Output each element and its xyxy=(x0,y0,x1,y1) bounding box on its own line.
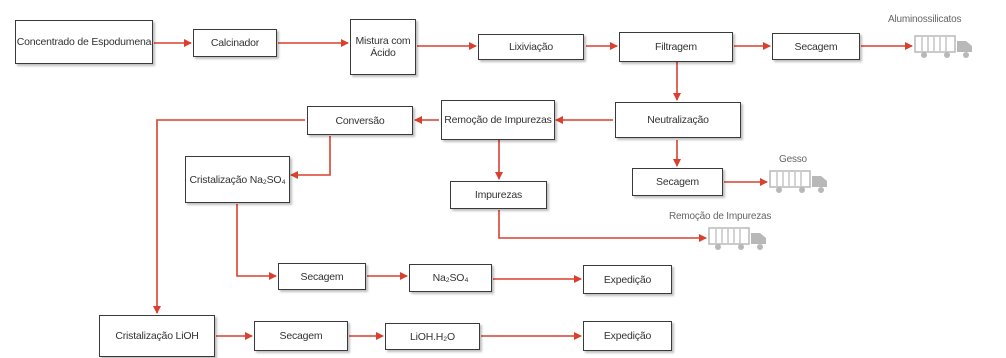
node-impurezas: Impurezas xyxy=(450,181,547,209)
node-expedicao-1: Expedição xyxy=(583,265,672,294)
arrow-impurezas-remocao-truck xyxy=(498,210,707,242)
node-mistura: Mistura com Ácido xyxy=(350,19,416,75)
output-label-gesso: Gesso xyxy=(779,154,807,165)
node-cristalizacao-na2so4: Cristalização Na₂SO₄ xyxy=(185,156,290,203)
output-label-remocao-impurezas: Remoção de Impurezas xyxy=(669,211,772,222)
node-cristalizacao-lioh: Cristalização LiOH xyxy=(99,315,215,357)
arrow-conversao-crist-na xyxy=(290,136,331,179)
arrow-crist-na-secagem3 xyxy=(236,204,277,280)
node-na2so4: Na₂SO₄ xyxy=(409,264,492,292)
node-neutralizacao: Neutralização xyxy=(615,102,741,138)
node-filtragem: Filtragem xyxy=(619,32,733,62)
node-secagem-2: Secagem xyxy=(632,168,723,196)
node-expedicao-2: Expedição xyxy=(583,321,672,351)
node-espodumena: Concentrado de Espodumena xyxy=(15,20,153,64)
node-secagem-1: Secagem xyxy=(772,33,860,60)
truck-icon xyxy=(914,35,972,58)
node-lioh: LiOH.H₂O xyxy=(385,323,480,350)
truck-icon xyxy=(769,170,827,193)
output-label-aluminossilicatos: Aluminossilicatos xyxy=(888,14,962,25)
node-secagem-3: Secagem xyxy=(278,263,366,290)
node-calcinador: Calcinador xyxy=(193,29,277,57)
node-secagem-4: Secagem xyxy=(254,321,348,351)
node-lixiviacao: Lixiviação xyxy=(478,34,584,60)
node-remocao-impurezas: Remoção de Impurezas xyxy=(441,100,555,140)
truck-icon xyxy=(708,227,766,250)
node-conversao: Conversão xyxy=(307,106,413,135)
arrow-conversao-crist-li xyxy=(153,119,305,314)
